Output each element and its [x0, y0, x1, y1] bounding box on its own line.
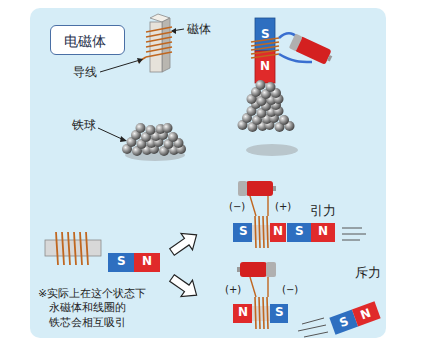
force-label: 斥力: [355, 266, 381, 281]
part-name: 导线: [73, 66, 97, 80]
pole-letter: N: [142, 255, 152, 269]
pole-letter: S: [275, 306, 284, 320]
iron-ball: [136, 123, 146, 133]
polarity-sign: (+): [275, 201, 291, 213]
part-name: 铁球: [72, 119, 96, 133]
hollow-arrow: [166, 227, 202, 304]
iron-balls: [122, 123, 186, 156]
coil-and-magnet: [45, 232, 160, 272]
pole-letter: S: [261, 28, 270, 42]
pole-letter: N: [238, 306, 248, 320]
polarity-sign: (+): [225, 284, 241, 296]
iron-balls: [238, 80, 295, 132]
panel: [30, 8, 386, 338]
iron-ball: [256, 80, 266, 90]
pole-letter: N: [260, 60, 270, 74]
pole-letter: N: [273, 225, 283, 239]
pole-letter: S: [295, 225, 304, 239]
polarity-sign: (−): [282, 284, 298, 296]
pole-letter: S: [117, 255, 126, 269]
pole-letter: S: [239, 225, 248, 239]
magnet-with-battery: [251, 18, 334, 83]
pole-letter: N: [318, 225, 328, 239]
part-name: 磁体: [187, 23, 211, 37]
note: ※实际上在这个状态下 永磁体和线圈的 铁芯会相互吸引: [38, 287, 152, 330]
force-label: 引力: [310, 204, 336, 219]
iron-ball: [279, 115, 289, 125]
ball-shadow: [246, 144, 298, 156]
title-box: 电磁体: [50, 25, 125, 55]
iron-ball: [163, 123, 173, 133]
repulsion-figure: [233, 262, 381, 337]
iron-ball: [146, 125, 156, 135]
iron-ball: [266, 82, 276, 92]
box-title: 电磁体: [64, 33, 106, 49]
polarity-sign: (−): [229, 201, 245, 213]
iron-ball: [168, 132, 178, 142]
attraction-figure: [233, 181, 366, 248]
